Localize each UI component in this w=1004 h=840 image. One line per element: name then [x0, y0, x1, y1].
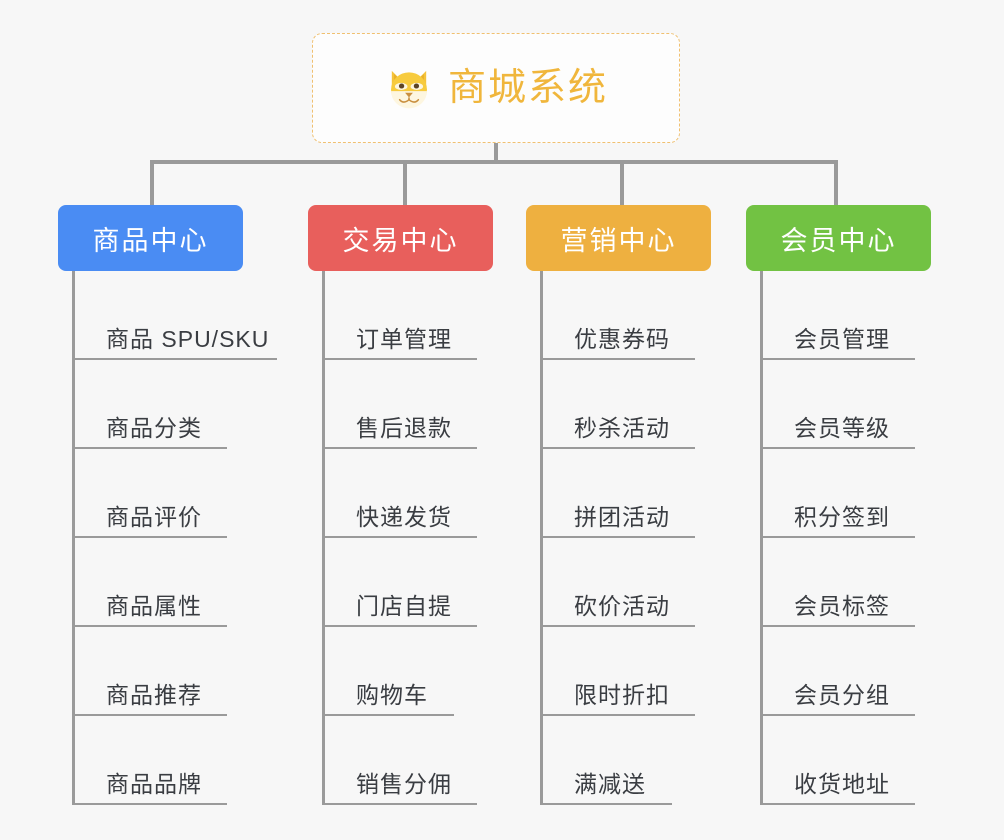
leaf-item[interactable]: 订单管理	[322, 271, 477, 360]
leaf-label: 会员管理	[794, 325, 890, 352]
leaf-item[interactable]: 商品 SPU/SKU	[72, 271, 277, 360]
leaf-item[interactable]: 销售分佣	[322, 716, 477, 805]
dog-face-icon	[391, 70, 427, 109]
leaf-label: 商品评价	[106, 503, 202, 530]
branch-trunk-3	[540, 271, 543, 805]
leaf-item[interactable]: 收货地址	[760, 716, 915, 805]
leaf-label: 售后退款	[356, 414, 452, 441]
leaf-item[interactable]: 售后退款	[322, 360, 477, 449]
leaf-label: 订单管理	[356, 325, 452, 352]
branch-drop-connector-4	[834, 160, 838, 207]
leaf-item[interactable]: 会员管理	[760, 271, 915, 360]
leaf-label: 限时折扣	[574, 681, 670, 708]
leaf-item[interactable]: 满减送	[540, 716, 672, 805]
leaf-item[interactable]: 会员分组	[760, 627, 915, 716]
leaf-item[interactable]: 砍价活动	[540, 538, 695, 627]
branch-bus-connector	[150, 160, 838, 164]
leaf-item[interactable]: 秒杀活动	[540, 360, 695, 449]
leaf-label: 会员分组	[794, 681, 890, 708]
leaf-item[interactable]: 购物车	[322, 627, 454, 716]
leaf-item[interactable]: 快递发货	[322, 449, 477, 538]
leaf-label: 商品属性	[106, 592, 202, 619]
leaf-label: 收货地址	[794, 770, 890, 797]
category-box-营销中心[interactable]: 营销中心	[526, 205, 711, 271]
leaf-label: 砍价活动	[574, 592, 670, 619]
leaf-item[interactable]: 门店自提	[322, 538, 477, 627]
category-box-交易中心[interactable]: 交易中心	[308, 205, 493, 271]
leaf-item[interactable]: 商品品牌	[72, 716, 227, 805]
leaf-item[interactable]: 会员标签	[760, 538, 915, 627]
category-box-会员中心[interactable]: 会员中心	[746, 205, 931, 271]
branch-drop-connector-3	[620, 160, 624, 207]
leaf-label: 商品品牌	[106, 770, 202, 797]
leaf-label: 商品分类	[106, 414, 202, 441]
leaf-label: 会员标签	[794, 592, 890, 619]
leaf-item[interactable]: 限时折扣	[540, 627, 695, 716]
leaf-label: 满减送	[574, 770, 646, 797]
branch-trunk-4	[760, 271, 763, 805]
category-label: 交易中心	[342, 225, 459, 256]
leaf-label: 商品 SPU/SKU	[106, 325, 270, 352]
branch-trunk-2	[322, 271, 325, 805]
category-label: 营销中心	[560, 225, 677, 256]
leaf-label: 快递发货	[356, 503, 452, 530]
leaf-label: 拼团活动	[574, 503, 670, 530]
root-node[interactable]: 商城系统	[312, 33, 680, 143]
root-title: 商城系统	[447, 67, 608, 109]
leaf-label: 优惠券码	[574, 325, 670, 352]
leaf-label: 销售分佣	[356, 770, 452, 797]
leaf-label: 会员等级	[794, 414, 890, 441]
leaf-label: 秒杀活动	[574, 414, 670, 441]
leaf-label: 积分签到	[794, 503, 890, 530]
leaf-label: 购物车	[356, 681, 428, 708]
leaf-item[interactable]: 商品分类	[72, 360, 227, 449]
category-label: 会员中心	[780, 225, 897, 256]
leaf-item[interactable]: 拼团活动	[540, 449, 695, 538]
leaf-item[interactable]: 会员等级	[760, 360, 915, 449]
category-label: 商品中心	[92, 225, 209, 256]
leaf-label: 商品推荐	[106, 681, 202, 708]
leaf-item[interactable]: 商品评价	[72, 449, 227, 538]
category-box-商品中心[interactable]: 商品中心	[58, 205, 243, 271]
branch-drop-connector-2	[403, 160, 407, 207]
leaf-item[interactable]: 商品属性	[72, 538, 227, 627]
branch-trunk-1	[72, 271, 75, 805]
branch-drop-connector-1	[150, 160, 154, 207]
leaf-item[interactable]: 商品推荐	[72, 627, 227, 716]
leaf-item[interactable]: 积分签到	[760, 449, 915, 538]
root-stem-connector	[494, 143, 498, 163]
leaf-item[interactable]: 优惠券码	[540, 271, 695, 360]
leaf-label: 门店自提	[356, 592, 452, 619]
